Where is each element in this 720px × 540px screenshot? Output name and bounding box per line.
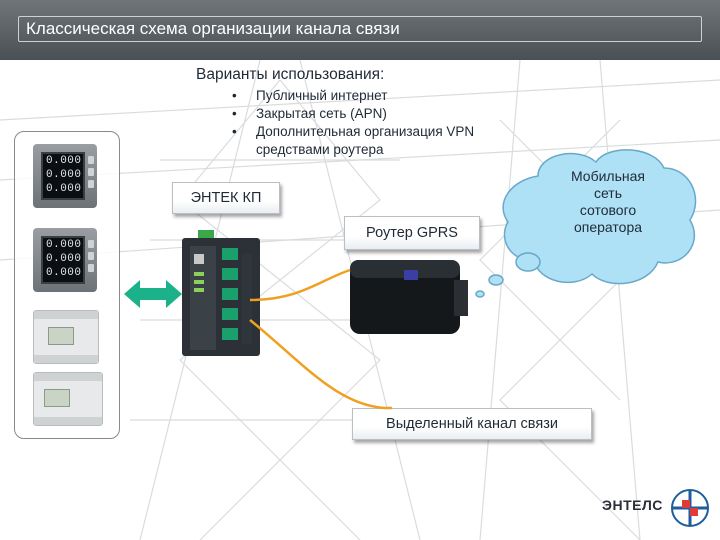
mobile-network-cloud bbox=[475, 149, 697, 298]
power-meter-2: 0.000 0.000 0.000 bbox=[33, 228, 97, 292]
bidirectional-arrow-icon bbox=[124, 280, 182, 308]
entels-logo-text: ЭНТЕЛС bbox=[602, 497, 663, 513]
usage-item-continuation: средствами роутера bbox=[256, 142, 384, 157]
entels-logo-icon bbox=[671, 489, 709, 527]
cloud-caption: Мобильная сеть сотового оператора bbox=[546, 168, 670, 236]
metering-devices-panel: 0.000 0.000 0.000 0.000 0.000 0.000 bbox=[14, 131, 120, 439]
title-frame bbox=[18, 16, 702, 42]
entek-kp-label: ЭНТЕК КП bbox=[172, 182, 280, 214]
cloud-line: оператора bbox=[573, 219, 643, 235]
usage-list: Публичный интернет Закрытая сеть (APN) Д… bbox=[232, 87, 474, 159]
dedicated-channel-label: Выделенный канал связи bbox=[352, 408, 592, 440]
cloud-line: Мобильная bbox=[570, 168, 645, 184]
meter-reading: 0.000 bbox=[46, 155, 82, 167]
usage-item: Закрытая сеть (APN) bbox=[232, 105, 474, 123]
meter-buttons bbox=[88, 156, 94, 192]
gprs-router-device bbox=[350, 260, 468, 334]
din-rail-meter-1 bbox=[33, 310, 99, 364]
meter-reading: 0.000 bbox=[46, 253, 82, 265]
meter-buttons bbox=[88, 240, 94, 276]
entek-kp-device bbox=[182, 230, 260, 356]
usage-heading: Варианты использования: bbox=[196, 66, 385, 83]
title-bar bbox=[0, 0, 720, 60]
router-gprs-label: Роутер GPRS bbox=[344, 216, 480, 250]
usage-item: Публичный интернет bbox=[232, 87, 474, 105]
meter-reading: 0.000 bbox=[46, 183, 82, 195]
meter-display: 0.000 0.000 0.000 bbox=[41, 152, 85, 200]
meter-reading: 0.000 bbox=[46, 239, 82, 251]
meter-reading: 0.000 bbox=[46, 267, 82, 279]
cloud-line: сеть bbox=[593, 185, 623, 201]
usage-item: Дополнительная организация VPN bbox=[232, 123, 474, 141]
slide-title: Классическая схема организации канала св… bbox=[26, 19, 400, 38]
power-meter-1: 0.000 0.000 0.000 bbox=[33, 144, 97, 208]
din-rail-meter-2 bbox=[33, 372, 103, 426]
meter-display: 0.000 0.000 0.000 bbox=[41, 236, 85, 284]
meter-reading: 0.000 bbox=[46, 169, 82, 181]
cloud-line: сотового bbox=[579, 202, 637, 218]
